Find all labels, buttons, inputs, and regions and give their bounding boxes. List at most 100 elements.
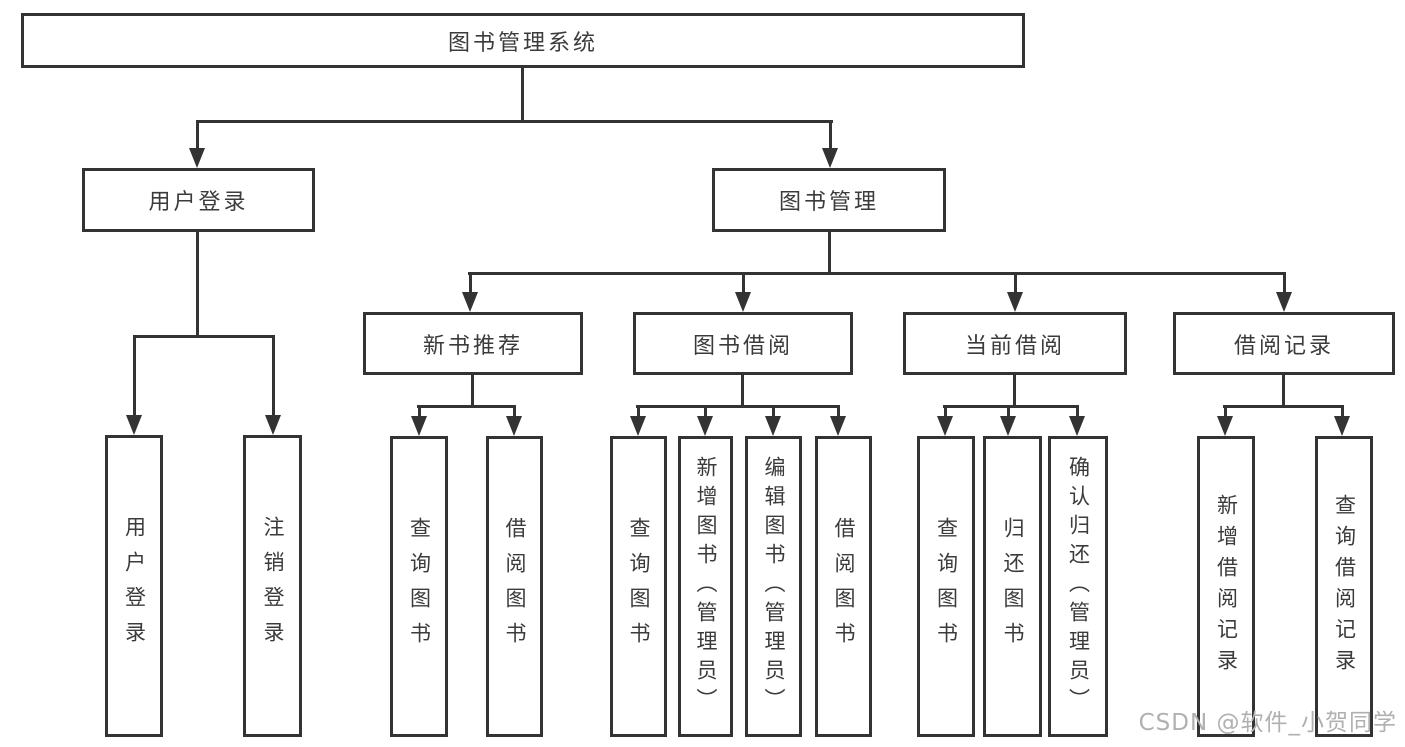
connector-group-current-hline bbox=[943, 405, 1079, 408]
leaf-borrow-query-books-label: 查询图书 bbox=[627, 516, 651, 657]
arrow-stem bbox=[1075, 408, 1079, 416]
arrow-down-icon bbox=[462, 275, 478, 312]
group-current-borrowing-label: 当前借阅 bbox=[964, 333, 1065, 359]
arrow-stem bbox=[468, 275, 472, 292]
leaf-borrow-query-books: 查询图书 bbox=[610, 436, 667, 737]
leaf-current-confirm-return-admin: 确认归还（管理员） bbox=[1048, 436, 1108, 737]
arrow-stem bbox=[1282, 275, 1286, 292]
arrow-stem bbox=[271, 338, 275, 415]
leaf-borrow-lend-books-label: 借阅图书 bbox=[832, 516, 856, 657]
leaf-borrow-add-books-admin: 新增图书（管理员） bbox=[678, 436, 733, 737]
arrow-stem bbox=[1340, 408, 1344, 416]
leaf-new-borrow-books: 借阅图书 bbox=[486, 436, 543, 737]
leaf-record-query-borrow-record-label: 查询借阅记录 bbox=[1332, 493, 1357, 680]
leaf-current-confirm-return-admin-label: 确认归还（管理员） bbox=[1066, 456, 1091, 717]
leaf-logout-label: 注销登录 bbox=[261, 516, 285, 656]
arrow-stem bbox=[132, 338, 136, 415]
arrow-down-icon bbox=[1000, 408, 1016, 436]
leaf-logout: 注销登录 bbox=[243, 435, 302, 737]
group-new-book-recommend-label: 新书推荐 bbox=[422, 333, 523, 359]
arrow-head-icon bbox=[697, 416, 713, 436]
arrow-head-icon bbox=[126, 415, 142, 435]
arrow-head-icon bbox=[462, 292, 478, 312]
arrow-stem bbox=[1013, 275, 1017, 292]
arrow-down-icon bbox=[411, 408, 427, 436]
leaf-current-query-books-label: 查询图书 bbox=[934, 516, 959, 657]
arrow-down-icon bbox=[937, 408, 953, 436]
csdn-watermark: CSDN @软件_小贺同学 bbox=[1138, 710, 1397, 736]
group-book-borrowing: 图书借阅 bbox=[633, 312, 853, 375]
group-borrowing-records: 借阅记录 bbox=[1173, 312, 1395, 375]
root-node-library-management-system: 图书管理系统 bbox=[21, 13, 1025, 68]
root-node-label: 图书管理系统 bbox=[447, 30, 598, 56]
group-borrowing-records-label: 借阅记录 bbox=[1233, 333, 1334, 359]
arrow-stem bbox=[417, 408, 421, 416]
arrow-head-icon bbox=[937, 416, 953, 436]
arrow-down-icon bbox=[1217, 408, 1233, 436]
arrow-head-icon bbox=[189, 148, 205, 168]
arrow-head-icon bbox=[1000, 416, 1016, 436]
branch-user-login-label: 用户登录 bbox=[148, 190, 249, 215]
arrow-down-icon bbox=[506, 408, 522, 436]
arrow-stem bbox=[1223, 408, 1227, 416]
arrow-stem bbox=[828, 123, 832, 148]
connector-group-record-hline bbox=[1223, 405, 1344, 408]
leaf-user-login-label: 用户登录 bbox=[122, 516, 147, 656]
leaf-new-query-books-label: 查询图书 bbox=[407, 516, 432, 657]
leaf-borrow-add-books-admin-label: 新增图书（管理员） bbox=[694, 456, 718, 717]
arrow-down-icon bbox=[765, 408, 781, 436]
arrow-head-icon bbox=[506, 416, 522, 436]
arrow-down-icon bbox=[189, 123, 205, 168]
arrow-stem bbox=[195, 123, 199, 148]
group-current-borrowing: 当前借阅 bbox=[903, 312, 1127, 375]
leaf-borrow-lend-books: 借阅图书 bbox=[815, 436, 872, 737]
arrow-down-icon bbox=[1007, 275, 1023, 312]
branch-book-management: 图书管理 bbox=[712, 168, 946, 232]
connector-user-stem bbox=[196, 232, 199, 335]
arrow-head-icon bbox=[765, 416, 781, 436]
arrow-down-icon bbox=[265, 338, 281, 435]
arrow-stem bbox=[512, 408, 516, 416]
arrow-head-icon bbox=[1007, 292, 1023, 312]
arrow-head-icon bbox=[411, 416, 427, 436]
connector-group-record-stem bbox=[1282, 375, 1285, 405]
arrow-head-icon bbox=[265, 415, 281, 435]
arrow-stem bbox=[703, 408, 707, 416]
arrow-head-icon bbox=[1276, 292, 1292, 312]
arrow-down-icon bbox=[126, 338, 142, 435]
arrow-down-icon bbox=[1334, 408, 1350, 436]
leaf-new-query-books: 查询图书 bbox=[390, 436, 448, 737]
connector-group-current-stem bbox=[1013, 375, 1016, 405]
connector-book-stem bbox=[828, 232, 831, 272]
leaf-current-return-books: 归还图书 bbox=[983, 436, 1042, 737]
arrow-down-icon bbox=[830, 408, 846, 436]
leaf-current-return-books-label: 归还图书 bbox=[1001, 516, 1025, 657]
group-new-book-recommend: 新书推荐 bbox=[363, 312, 583, 375]
connector-group-borrow-hline bbox=[636, 405, 840, 408]
group-book-borrowing-label: 图书借阅 bbox=[692, 333, 793, 359]
leaf-new-borrow-books-label: 借阅图书 bbox=[503, 516, 527, 657]
leaf-record-add-borrow-record-label: 新增借阅记录 bbox=[1214, 493, 1239, 680]
branch-user-login: 用户登录 bbox=[82, 168, 315, 232]
branch-book-management-label: 图书管理 bbox=[778, 190, 879, 215]
arrow-stem bbox=[1006, 408, 1010, 416]
connector-group-new-hline bbox=[417, 405, 516, 408]
arrow-stem bbox=[741, 275, 745, 292]
arrow-head-icon bbox=[822, 148, 838, 168]
arrow-head-icon bbox=[1217, 416, 1233, 436]
arrow-down-icon bbox=[735, 275, 751, 312]
arrow-head-icon bbox=[830, 416, 846, 436]
connector-root-stem bbox=[521, 68, 524, 120]
arrow-head-icon bbox=[1069, 416, 1085, 436]
arrow-stem bbox=[836, 408, 840, 416]
leaf-record-add-borrow-record: 新增借阅记录 bbox=[1197, 436, 1255, 737]
connector-level2-hline bbox=[196, 120, 833, 123]
connector-group-borrow-stem bbox=[741, 375, 744, 405]
connector-user-hline bbox=[133, 335, 275, 338]
connector-groups-hline bbox=[468, 272, 1286, 275]
leaf-user-login: 用户登录 bbox=[105, 435, 163, 737]
arrow-stem bbox=[943, 408, 947, 416]
arrow-down-icon bbox=[630, 408, 646, 436]
arrow-down-icon bbox=[822, 123, 838, 168]
